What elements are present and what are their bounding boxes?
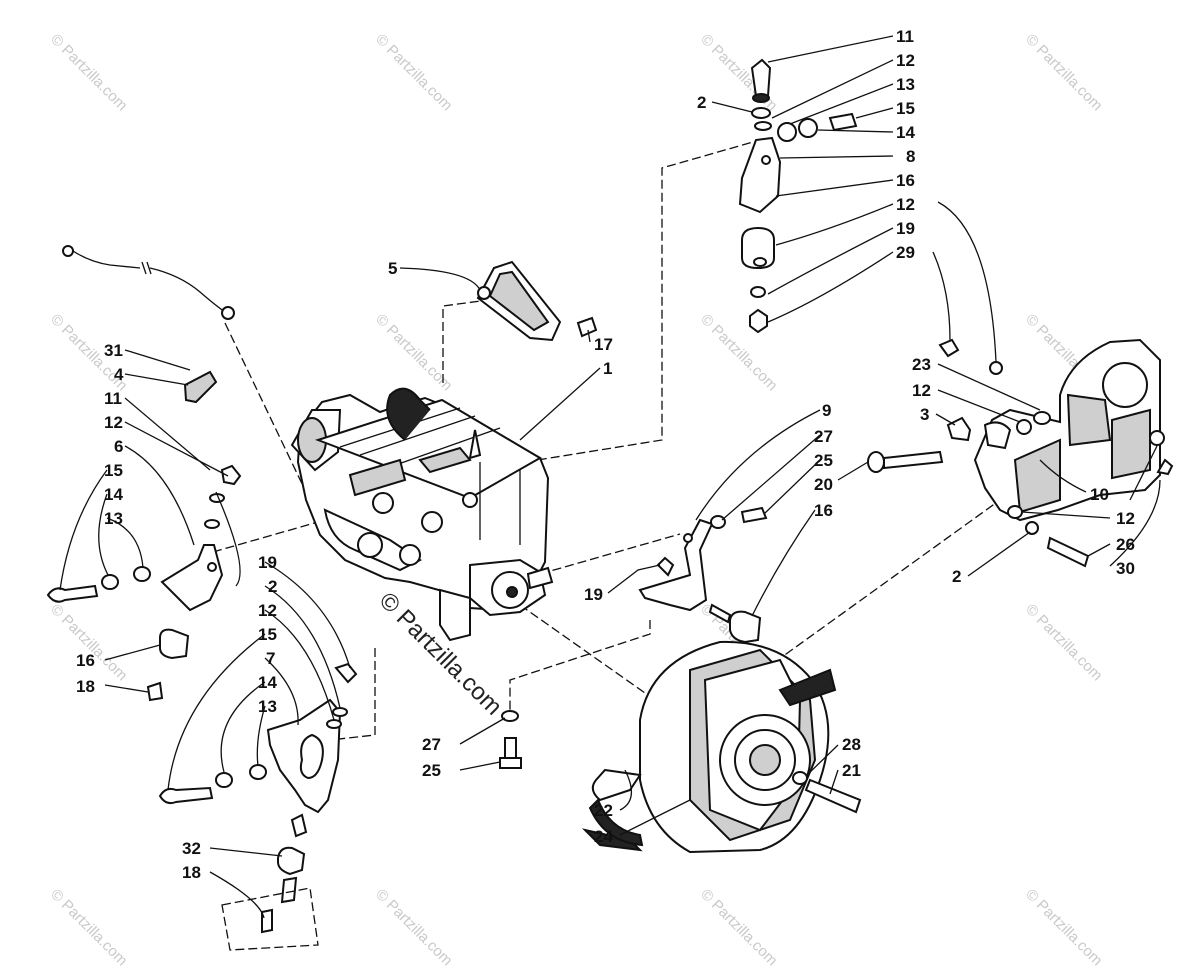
assembly-lines [212, 139, 1001, 741]
assembly-line [509, 620, 651, 712]
callout-11: 11 [104, 389, 122, 408]
callout-26: 26 [1116, 535, 1135, 554]
callout-11: 11 [896, 27, 914, 46]
bolt-part [867, 450, 944, 473]
watermark-tile: © Partzilla.com [47, 31, 130, 114]
throttle-cable-part [62, 245, 235, 320]
left-lower-mount-part [158, 662, 358, 951]
callout-13: 13 [104, 509, 123, 528]
callout-13: 13 [896, 75, 915, 94]
engine-part [290, 387, 554, 642]
callout-16: 16 [814, 501, 833, 520]
damper-part [708, 603, 762, 644]
callout-19: 19 [584, 585, 603, 604]
callout-14: 14 [258, 673, 277, 692]
watermark-tile: © Partzilla.com [372, 31, 455, 114]
callout-16: 16 [896, 171, 915, 190]
callout-12: 12 [258, 601, 277, 620]
callout-4: 4 [114, 365, 124, 384]
callout-2: 2 [952, 567, 961, 586]
callout-27: 27 [814, 427, 833, 446]
recoil-cover-part [476, 260, 598, 342]
watermark-tile: © Partzilla.com [1022, 601, 1105, 684]
callout-15: 15 [104, 461, 123, 480]
callout-7: 7 [266, 649, 275, 668]
callout-5: 5 [388, 259, 397, 278]
callout-19: 19 [896, 219, 915, 238]
callout-15: 15 [896, 99, 915, 118]
callout-21: 21 [842, 761, 861, 780]
callout-32: 32 [182, 839, 201, 858]
bottom-bolt-part [499, 710, 522, 769]
small-bracket-part [638, 506, 768, 612]
callout-18: 18 [182, 863, 201, 882]
callout-24: 24 [594, 827, 613, 846]
assembly-line [774, 499, 1001, 663]
callout-labels: 11 12 2 13 15 14 8 16 12 19 29 5 17 31 1… [76, 27, 1135, 882]
drive-clutch-part [581, 640, 862, 854]
leader-lines [59, 35, 1161, 919]
callout-30: 30 [1116, 559, 1135, 578]
spacer-part [183, 370, 218, 404]
upper-mount-part [738, 58, 858, 334]
callout-3: 3 [920, 405, 929, 424]
callout-9: 9 [822, 401, 831, 420]
callout-6: 6 [114, 437, 123, 456]
callout-17: 17 [594, 335, 613, 354]
assembly-line [539, 533, 681, 575]
assembly-line [224, 322, 306, 491]
watermark-tile: © Partzilla.com [47, 886, 130, 969]
watermark-tile: © Partzilla.com [372, 886, 455, 969]
callout-12: 12 [896, 195, 915, 214]
callout-13: 13 [258, 697, 277, 716]
callout-18: 18 [76, 677, 95, 696]
right-bracket-part [938, 338, 1174, 568]
watermark-tile: © Partzilla.com [1022, 31, 1105, 114]
callout-2: 2 [697, 93, 706, 112]
callout-12: 12 [1116, 509, 1135, 528]
callout-29: 29 [896, 243, 915, 262]
callout-31: 31 [104, 341, 123, 360]
callout-25: 25 [422, 761, 441, 780]
callout-2: 2 [268, 577, 277, 596]
watermark-tiles: © Partzilla.com © Partzilla.com © Partzi… [47, 31, 1105, 969]
callout-19: 19 [258, 553, 277, 572]
assembly-line [329, 648, 376, 741]
assembly-line [442, 299, 489, 383]
callout-10: 10 [1090, 485, 1109, 504]
callout-14: 14 [104, 485, 123, 504]
callout-20: 20 [814, 475, 833, 494]
callout-12: 12 [912, 381, 931, 400]
callout-12: 12 [896, 51, 915, 70]
watermark-tile: © Partzilla.com [697, 886, 780, 969]
callout-23: 23 [912, 355, 931, 374]
callout-12: 12 [104, 413, 123, 432]
assembly-line [212, 519, 326, 553]
callout-15: 15 [258, 625, 277, 644]
callout-27: 27 [422, 735, 441, 754]
watermark-tile: © Partzilla.com [47, 601, 130, 684]
watermark-tile: © Partzilla.com [1022, 886, 1105, 969]
assembly-line [524, 139, 761, 463]
callout-1: 1 [603, 359, 612, 378]
callout-28: 28 [842, 735, 861, 754]
callout-16: 16 [76, 651, 95, 670]
callout-14: 14 [896, 123, 915, 142]
callout-22: 22 [594, 801, 613, 820]
callout-8: 8 [906, 147, 915, 166]
assembly-line [519, 604, 656, 701]
callout-25: 25 [814, 451, 833, 470]
watermark-tile: © Partzilla.com [697, 311, 780, 394]
